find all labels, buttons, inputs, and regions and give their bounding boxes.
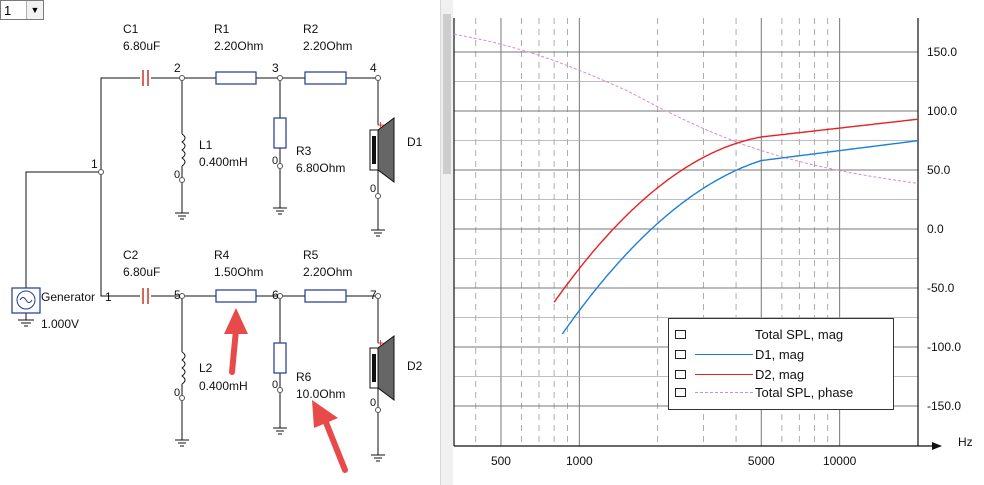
legend-checkbox[interactable] [675, 329, 686, 339]
generator-icon[interactable] [11, 287, 41, 314]
node-label: 0 [370, 183, 376, 195]
r1-name: R1 [214, 22, 230, 36]
annotation-arrow-icon [312, 400, 348, 473]
node-label: 4 [370, 61, 377, 75]
scrollbar-thumb[interactable] [443, 14, 451, 174]
legend-swatch [695, 353, 753, 355]
inductor-l2[interactable] [181, 351, 186, 385]
speaker-d2[interactable] [369, 335, 395, 401]
node-label: 6 [272, 288, 279, 302]
legend-item[interactable]: D2, mag [669, 365, 893, 383]
c2-name: C2 [123, 248, 139, 262]
y-tick-label: 100.0 [927, 104, 957, 118]
legend-label: Total SPL, mag [755, 326, 844, 342]
node-label: 2 [174, 61, 181, 75]
x-tick-label: 5000 [748, 454, 775, 468]
node-label: 0 [370, 397, 376, 409]
node-label: 1 [91, 157, 98, 171]
inductor-l1[interactable] [181, 133, 186, 167]
c2-value: 6.80uF [123, 265, 160, 279]
annotation-arrow-icon [224, 308, 248, 375]
l2-value: 0.400mH [199, 379, 248, 393]
x-unit-label: Hz [958, 435, 973, 449]
legend-swatch [695, 373, 753, 375]
r6-name: R6 [296, 370, 312, 384]
x-tick-label: 1000 [566, 454, 593, 468]
resistor-r3[interactable] [273, 117, 287, 149]
r5-value: 2.20Ohm [303, 265, 352, 279]
node-label: 5 [174, 288, 181, 302]
resistor-r5[interactable] [304, 289, 347, 303]
r4-value: 1.50Ohm [214, 265, 263, 279]
x-tick-label: 500 [491, 454, 511, 468]
y-tick-label: 50.0 [927, 163, 951, 177]
speaker-d1[interactable] [369, 117, 395, 183]
node-label: 1 [105, 290, 112, 304]
dropdown-value: 1 [4, 2, 12, 18]
legend-label: D1, mag [755, 346, 805, 362]
r3-name: R3 [296, 144, 312, 158]
r2-name: R2 [303, 22, 319, 36]
chevron-down-icon[interactable]: ▼ [26, 1, 43, 19]
r6-value: 10.0Ohm [296, 387, 345, 401]
resistor-r6[interactable] [273, 342, 287, 374]
y-tick-label: -150.0 [927, 399, 961, 413]
graph-legend[interactable]: Total SPL, mag D1, mag D2, mag Total SPL… [668, 318, 894, 410]
x-tick-label: 10000 [823, 454, 857, 468]
legend-item[interactable]: Total SPL, mag [669, 325, 893, 343]
node-label: 3 [272, 61, 279, 75]
node-label: 0 [174, 169, 180, 181]
y-tick-label: 0.0 [927, 222, 944, 236]
r1-value: 2.20Ohm [214, 39, 263, 53]
legend-checkbox[interactable] [675, 369, 686, 379]
capacitor-c1[interactable] [142, 70, 149, 86]
c1-value: 6.80uF [123, 39, 160, 53]
l2-name: L2 [199, 361, 213, 375]
vertical-scrollbar[interactable] [440, 0, 453, 485]
r5-name: R5 [303, 248, 319, 262]
legend-swatch [695, 391, 753, 393]
legend-label: D2, mag [755, 366, 805, 382]
frequency-response-graph[interactable]: 500 1000 5000 10000 150.0 100.0 50.0 0.0 -50.0 -… [452, 0, 984, 485]
node-label: 0 [174, 387, 180, 399]
l1-name: L1 [199, 138, 213, 152]
plus-sign: + [377, 118, 384, 132]
capacitor-c2[interactable] [142, 288, 149, 304]
legend-item[interactable]: D1, mag [669, 345, 893, 363]
node-select-dropdown[interactable]: 1 ▼ [0, 0, 44, 20]
d2-mag-curve [553, 118, 919, 303]
node-label: 0 [272, 379, 278, 391]
legend-item[interactable]: Total SPL, phase [669, 383, 893, 401]
y-tick-label: -50.0 [927, 281, 955, 295]
r2-value: 2.20Ohm [303, 39, 352, 53]
generator-name: Generator [41, 290, 95, 304]
node-label: 7 [370, 288, 377, 302]
legend-checkbox[interactable] [675, 349, 686, 359]
legend-label: Total SPL, phase [755, 384, 854, 400]
r4-name: R4 [214, 248, 230, 262]
c1-name: C1 [123, 22, 139, 36]
resistor-r4[interactable] [215, 289, 257, 303]
node-label: 0 [272, 155, 278, 167]
d1-name: D1 [407, 135, 423, 149]
d1-mag-curve [561, 140, 919, 335]
legend-checkbox[interactable] [675, 387, 686, 397]
total-spl-phase-curve [453, 33, 919, 184]
resistor-r1[interactable] [215, 71, 257, 85]
r3-value: 6.80Ohm [296, 161, 345, 175]
graph-axes [453, 18, 942, 450]
plus-sign: + [377, 336, 384, 350]
y-tick-label: 150.0 [927, 45, 957, 59]
resistor-r2[interactable] [304, 71, 347, 85]
generator-value: 1.000V [41, 317, 79, 331]
schematic-canvas[interactable]: 1 2 3 4 5 6 7 1 0 0 0 0 0 0 C1 6.80uF R1… [0, 0, 440, 485]
d2-name: D2 [407, 359, 423, 373]
y-tick-label: -100.0 [927, 340, 961, 354]
l1-value: 0.400mH [199, 155, 248, 169]
